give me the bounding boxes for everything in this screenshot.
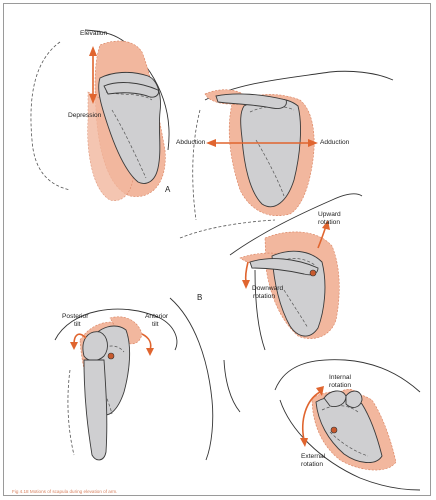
torso-outline-b	[224, 360, 240, 412]
label-posterior-line1: Posterior	[62, 313, 89, 320]
panel-b-letter: B	[197, 293, 202, 302]
label-upward-line2: rotation	[318, 219, 340, 226]
anterior-tilt-arrow	[142, 334, 151, 350]
label-internal-line1: Internal	[329, 374, 352, 381]
humerus-c	[84, 360, 107, 460]
elevation-arrowhead	[89, 46, 97, 56]
panel-d-internal-external-view: Internal rotation External rotation	[275, 360, 420, 490]
label-anterior-line2: tilt	[152, 321, 159, 328]
tilt-axis-point-c	[108, 353, 114, 359]
label-downward-line1: Downward	[252, 285, 283, 292]
abduction-arrowhead	[206, 139, 216, 147]
torso-outline-c	[170, 298, 213, 460]
panel-a-letter: A	[165, 185, 171, 194]
downward-rotation-arrow	[246, 262, 248, 282]
body-outline-a-left	[31, 42, 70, 190]
label-upward-line1: Upward	[318, 211, 341, 218]
label-adduction: Adduction	[320, 139, 350, 146]
label-elevation: Elevation	[80, 30, 107, 37]
panel-c-tilt-view: Posterior tilt Anterior tilt	[55, 298, 213, 460]
anterior-tilt-arrowhead	[146, 348, 154, 356]
arm-dashed-outline-c	[68, 370, 74, 455]
label-depression: Depression	[68, 112, 102, 119]
panel-a-abduction-view: Abduction Adduction	[176, 71, 393, 220]
arm-outline-a-right	[193, 110, 200, 220]
label-posterior-line2: tilt	[74, 321, 81, 328]
arm-outline-b	[255, 270, 265, 350]
acromion-process-d	[346, 391, 362, 407]
rotation-axis-point-b	[310, 270, 316, 276]
label-external-line1: External	[301, 453, 326, 460]
label-external-line2: rotation	[301, 461, 323, 468]
label-downward-line2: rotation	[253, 293, 275, 300]
label-abduction: Abduction	[176, 139, 206, 146]
humeral-head-c	[83, 332, 108, 361]
external-rotation-arrowhead	[300, 438, 308, 447]
downward-rotation-arrowhead	[242, 280, 250, 289]
posterior-tilt-arrowhead	[70, 342, 78, 350]
panel-a-elevation-view: Elevation Depression A	[31, 30, 171, 201]
figure-caption: Fig 4.18 Motions of scapula during eleva…	[12, 489, 117, 494]
label-internal-line2: rotation	[329, 382, 351, 389]
label-anterior-line1: Anterior	[145, 313, 169, 320]
rotation-axis-point-d	[331, 427, 337, 433]
